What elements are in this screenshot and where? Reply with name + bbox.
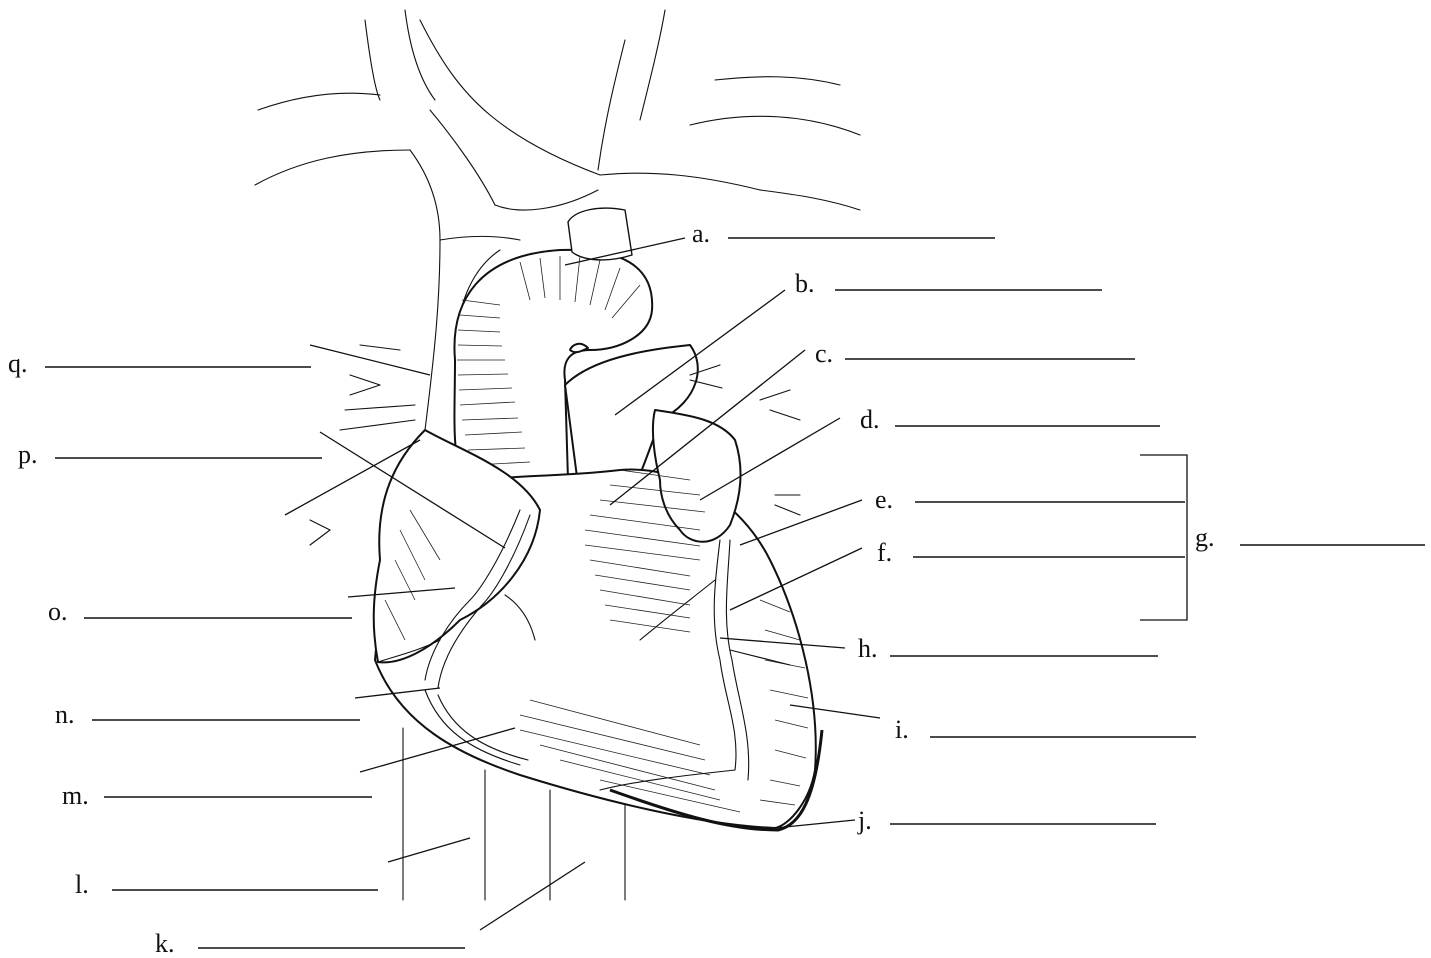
label-i: i. <box>895 715 909 744</box>
label-g: g. <box>1195 523 1215 552</box>
label-h: h. <box>858 634 878 663</box>
label-a: a. <box>692 219 710 248</box>
label-k: k. <box>155 929 175 958</box>
label-p: p. <box>18 440 38 469</box>
label-o: o. <box>48 597 68 626</box>
label-l: l. <box>75 870 89 899</box>
label-c: c. <box>815 339 833 368</box>
label-f: f. <box>877 538 892 567</box>
label-q: q. <box>8 349 28 378</box>
label-d: d. <box>860 405 880 434</box>
label-m: m. <box>62 781 89 810</box>
heart-illustration <box>255 10 860 900</box>
label-j: j. <box>857 806 872 835</box>
label-n: n. <box>55 700 75 729</box>
label-e: e. <box>875 485 893 514</box>
label-b: b. <box>795 269 815 298</box>
